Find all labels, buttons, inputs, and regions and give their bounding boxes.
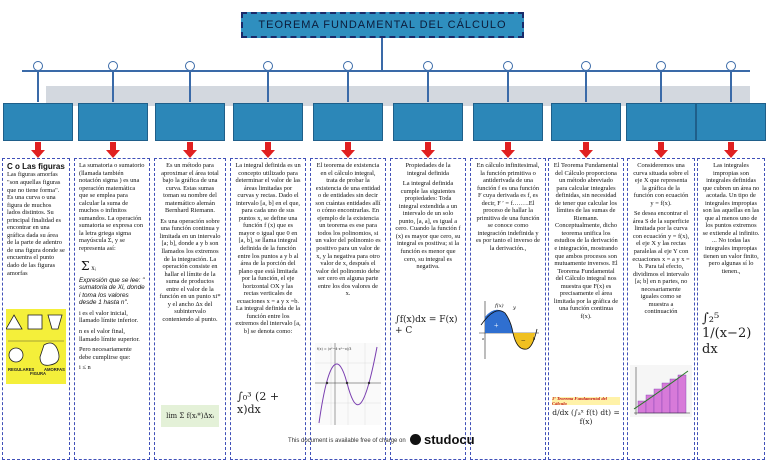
column-text: La integral definida cumple las siguient… [395,180,461,271]
branch-connector-knob [263,61,273,71]
riemann-definition: Es una operación sobre una función conti… [159,217,221,323]
figure-label-regular: REGULARES [8,367,34,372]
column-text: La sumatoria o sumatorio (llamada tambié… [79,162,145,253]
brand-name: studocu [424,432,475,447]
topic-box [313,103,383,141]
branch-connector-knob [581,61,591,71]
column-improper-integrals: Las integrales impropias son integrales … [697,158,765,460]
column-text: En cálculo infinitesimal, la función pri… [475,162,541,253]
column-fundamental-theorem: El Teorema Fundamental del Cálculo propo… [548,158,624,460]
graph-label: f(x) = (x²−4·x²−x)/3 [317,347,351,351]
graph-label-a: a [482,336,484,341]
column-text: El Teorema Fundamental del Cálculo propo… [553,162,619,320]
topic-box [3,103,73,141]
down-arrow-icon [183,142,197,158]
column-heading: C o Las figuras [7,162,65,171]
condition-formula: i ≤ n [79,364,91,372]
topic-box [551,103,621,141]
riemann-limit-formula: lim Σ f(xᵢ*)Δxᵢ [161,405,219,427]
branch-drop-line [585,70,587,102]
figure-label-figure: FIGURA [30,371,46,376]
area-intro: Consideremos una curva situada sobre el … [633,162,689,207]
branch-drop-line [112,70,114,102]
definite-integral-formula: ∫₀³ (2 + x)dx [237,390,280,416]
column-heading: Propiedades de la integral definida [405,162,451,177]
branch-connector-knob [185,61,195,71]
upper-limit-text: n es el valor final, llamado límite supe… [79,328,140,343]
area-partition: Se desea encontrar el área S de la super… [632,210,690,316]
riemann-intro: Es un método para aproximar el área tota… [161,162,219,215]
branch-line [22,70,750,72]
branch-drop-line [347,70,349,102]
polynomial-graph: f(x) = (x²−4·x²−x)/3 [315,343,381,425]
column-definite-integral: La integral definida es un concepto util… [230,158,306,460]
signed-area-graph: f(x) y + − a b [479,301,539,359]
branch-drop-line [37,70,39,102]
figures-illustration: REGULARES FIGURA AMORFAS [6,309,66,384]
column-text: Las figuras amorfas "son aquellas figura… [7,171,65,277]
branch-drop-line [427,70,429,102]
down-arrow-icon [261,142,275,158]
down-arrow-icon [341,142,355,158]
topic-box [696,103,766,141]
column-existence-theorem: El teorema de existencia en el cálculo i… [310,158,386,460]
title-connector [381,38,383,70]
topic-box [78,103,148,141]
column-text: La integral definida es un concepto util… [235,162,301,336]
footer-notice: This document is available free of charg… [288,438,406,444]
graph-label-plus: + [494,321,499,330]
topic-box [233,103,303,141]
branch-connector-knob [108,61,118,71]
branch-drop-line [189,70,191,102]
column-summation: La sumatoria o sumatorio (llamada tambié… [74,158,150,460]
branch-drop-line [730,70,732,102]
column-area-under-curve: Consideremos una curva situada sobre el … [627,158,695,460]
riemann-partition-graph [630,365,692,417]
branch-drop-line [267,70,269,102]
down-arrow-icon [724,142,738,158]
condition-text: Pero necesariamente debe cumplirse que: [79,346,132,361]
sigma-notation: Σ xᵢ [81,258,96,273]
column-riemann-sums: Es un método para aproximar el área tota… [154,158,226,460]
graph-label-fx: f(x) [494,302,504,309]
fundamental-theorem-formula: d/dx (∫ₐˣ f(t) dt) = f(x) [552,408,620,426]
branch-connector-knob [656,61,666,71]
branch-drop-line [660,70,662,102]
branch-connector-knob [726,61,736,71]
topic-box [626,103,696,141]
studocu-logo: studocu [410,432,475,447]
down-arrow-icon [106,142,120,158]
sigma-reading: Expresión que se lee: " sumatoria de Xi,… [79,276,145,307]
topic-box [393,103,463,141]
branch-connector-knob [33,61,43,71]
theorem-banner: 1º Teorema Fundamental del Cálculo [552,396,620,406]
branch-connector-knob [503,61,513,71]
column-amorphous-figures: C o Las figuras Las figuras amorfas "son… [2,158,70,460]
branch-connector-knob [423,61,433,71]
down-arrow-icon [579,142,593,158]
graph-label-y: y [512,305,516,311]
branch-connector-knob [343,61,353,71]
down-arrow-icon [501,142,515,158]
branch-shadow-band [46,86,750,106]
column-integral-properties: Propiedades de la integral definida La i… [390,158,466,460]
branch-drop-line [507,70,509,102]
lower-limit-text: i es el valor inicial, llamado límite in… [79,309,139,325]
graph-label-minus: − [521,336,526,345]
topic-box [473,103,543,141]
studocu-mark-icon [410,434,421,445]
antiderivative-formula: ∫f(x)dx = F(x) + C [395,315,458,336]
graph-label-b: b [533,336,535,341]
down-arrow-icon [31,142,45,158]
diagram-title: TEOREMA FUNDAMENTAL DEL CÁLCULO [241,12,524,38]
figure-label-amorphous: AMORFAS [44,367,65,372]
column-text: El teorema de existencia en el cálculo i… [315,162,381,298]
column-text: Las integrales impropias son integrales … [702,162,760,275]
improper-integral-formula: ∫₂⁵ 1/(x−2) dx [702,311,752,357]
down-arrow-icon [654,142,668,158]
down-arrow-icon [421,142,435,158]
column-antiderivative: En cálculo infinitesimal, la función pri… [470,158,546,460]
topic-box [155,103,225,141]
